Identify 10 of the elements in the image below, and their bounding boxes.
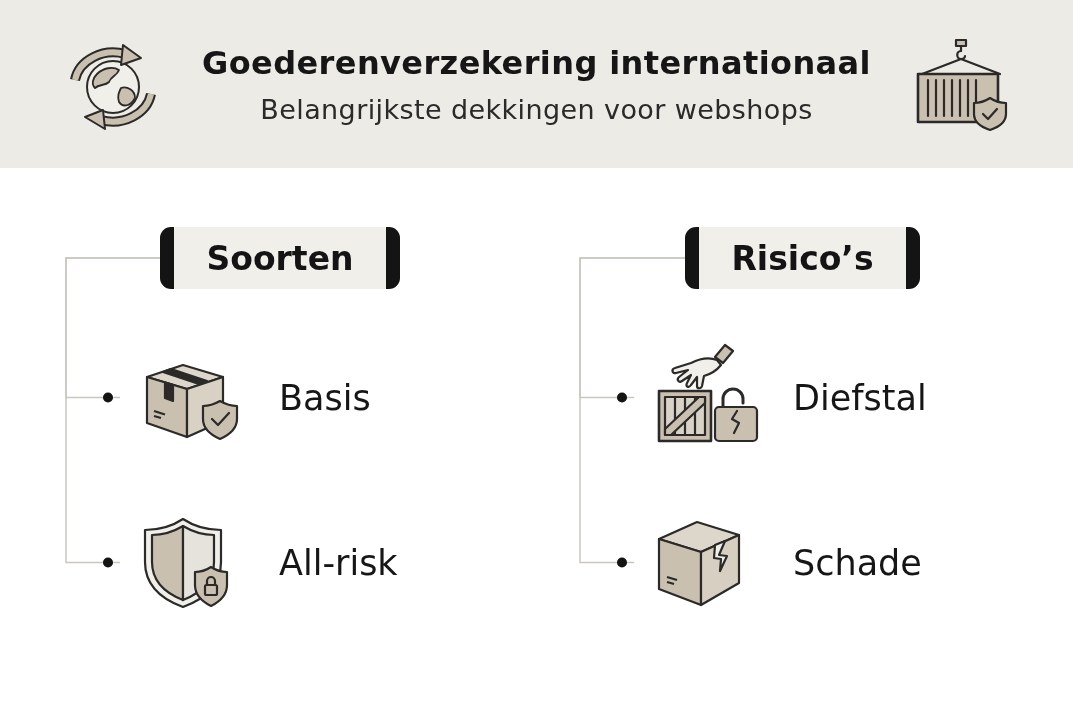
item-label: All-risk bbox=[279, 541, 398, 584]
title: Goederenverzekering internationaal bbox=[202, 44, 871, 83]
item-label: Basis bbox=[279, 376, 371, 419]
category-header: Soorten bbox=[160, 227, 400, 289]
connector-line bbox=[579, 257, 686, 568]
item-label: Diefstal bbox=[793, 376, 927, 419]
category-header: Risico’s bbox=[685, 227, 920, 289]
connector-line bbox=[65, 257, 161, 568]
subtitle: Belangrijkste dekkingen voor webshops bbox=[260, 94, 813, 127]
item-label: Schade bbox=[793, 541, 922, 584]
